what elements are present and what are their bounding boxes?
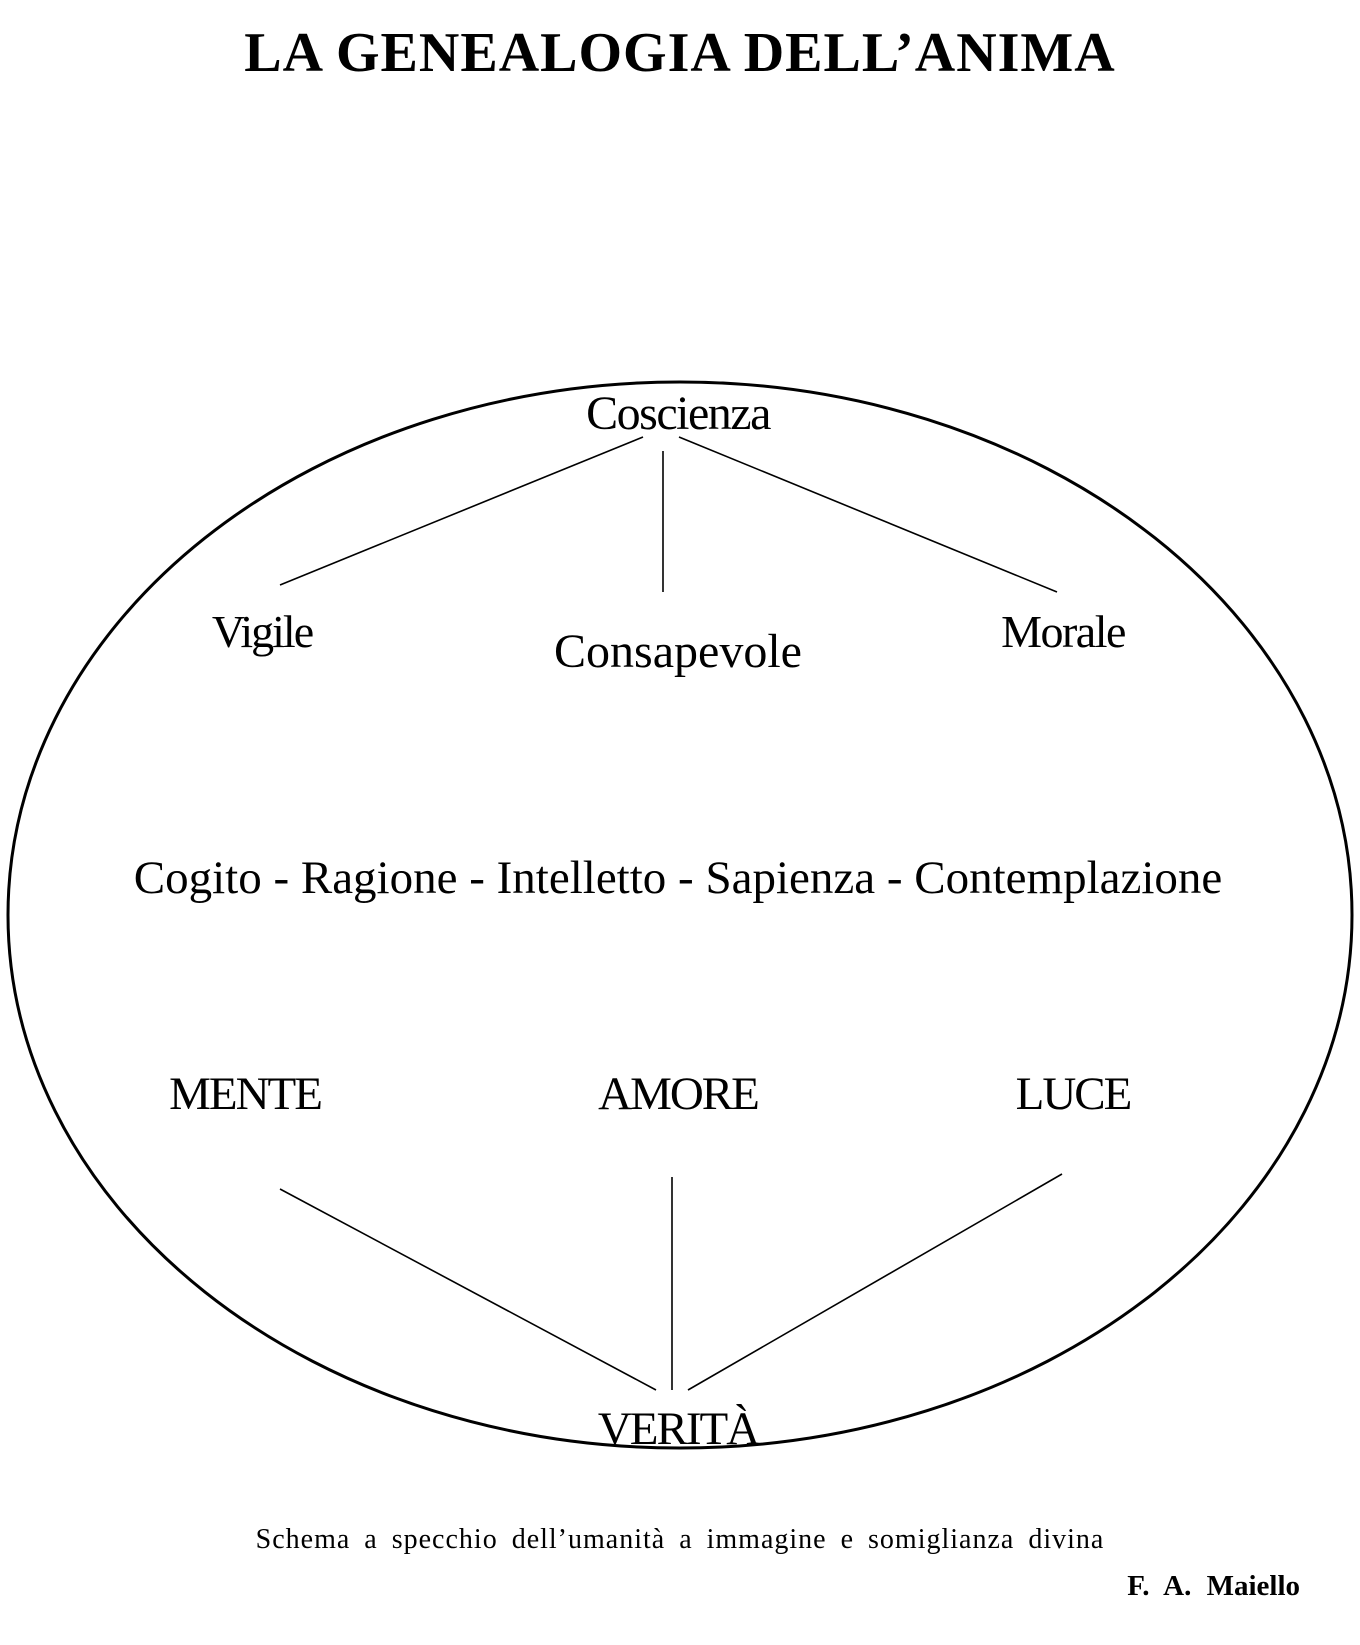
node-morale: Morale xyxy=(1001,606,1125,657)
connector-coscienza-vigile xyxy=(279,436,644,586)
connector-coscienza-morale xyxy=(678,436,1058,593)
node-vigile: Vigile xyxy=(212,606,313,657)
node-consapevole: Consapevole xyxy=(554,625,802,678)
node-luce: LUCE xyxy=(1016,1068,1131,1120)
node-mente: MENTE xyxy=(169,1068,321,1120)
outer-ellipse xyxy=(6,380,1354,1450)
author: F. A. Maiello xyxy=(1127,1570,1300,1602)
node-sequence: Cogito - Ragione - Intelletto - Sapienza… xyxy=(134,852,1223,904)
page-title: LA GENEALOGIA DELL’ANIMA xyxy=(244,22,1116,84)
connector-luce-verita xyxy=(687,1173,1063,1391)
node-coscienza: Coscienza xyxy=(586,387,771,440)
connector-mente-verita xyxy=(279,1188,657,1391)
node-verita: VERITÀ xyxy=(598,1403,760,1455)
node-amore: AMORE xyxy=(598,1068,758,1120)
caption: Schema a specchio dell’umanità a immagin… xyxy=(255,1524,1105,1555)
